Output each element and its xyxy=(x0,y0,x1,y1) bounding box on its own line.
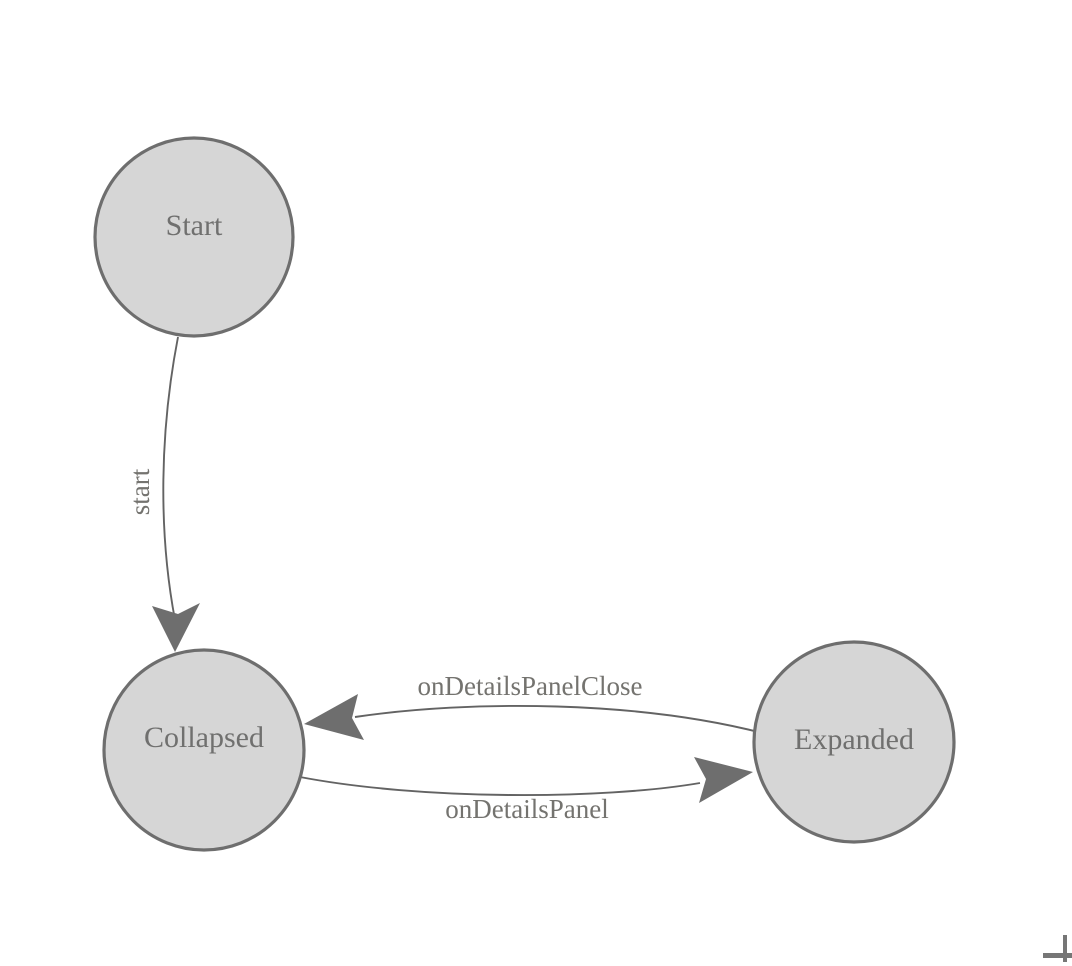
edge-collapsed-to-expanded: onDetailsPanel xyxy=(299,757,753,824)
node-expanded-circle[interactable] xyxy=(752,640,956,844)
frame-corner-vertical xyxy=(1063,935,1067,962)
edge-expanded-to-collapsed: onDetailsPanelClose xyxy=(304,671,771,740)
arrowhead-collapsed-to-expanded xyxy=(694,757,753,803)
node-expanded-label: Expanded xyxy=(794,723,914,756)
node-collapsed-label: Collapsed xyxy=(144,721,264,754)
node-collapsed-circle[interactable] xyxy=(102,648,306,852)
frame-corner-mark xyxy=(1043,935,1072,962)
node-start[interactable]: Start xyxy=(93,136,295,338)
edge-label-on-details-panel-close: onDetailsPanelClose xyxy=(418,671,643,701)
edge-path-collapsed-to-expanded xyxy=(299,776,701,797)
edge-path-expanded-to-collapsed xyxy=(354,704,771,736)
node-collapsed[interactable]: Collapsed xyxy=(102,648,306,852)
node-expanded[interactable]: Expanded xyxy=(752,640,956,844)
node-start-label: Start xyxy=(166,209,223,242)
node-start-circle[interactable] xyxy=(93,136,295,338)
arrowhead-start-to-collapsed xyxy=(152,603,200,652)
arrowhead-expanded-to-collapsed xyxy=(304,694,364,740)
edge-label-on-details-panel: onDetailsPanel xyxy=(445,794,608,824)
edge-start-to-collapsed: start xyxy=(125,336,200,652)
edge-label-start: start xyxy=(125,468,155,515)
edge-path-start-to-collapsed xyxy=(162,336,179,621)
frame-corner-horizontal xyxy=(1043,953,1072,958)
